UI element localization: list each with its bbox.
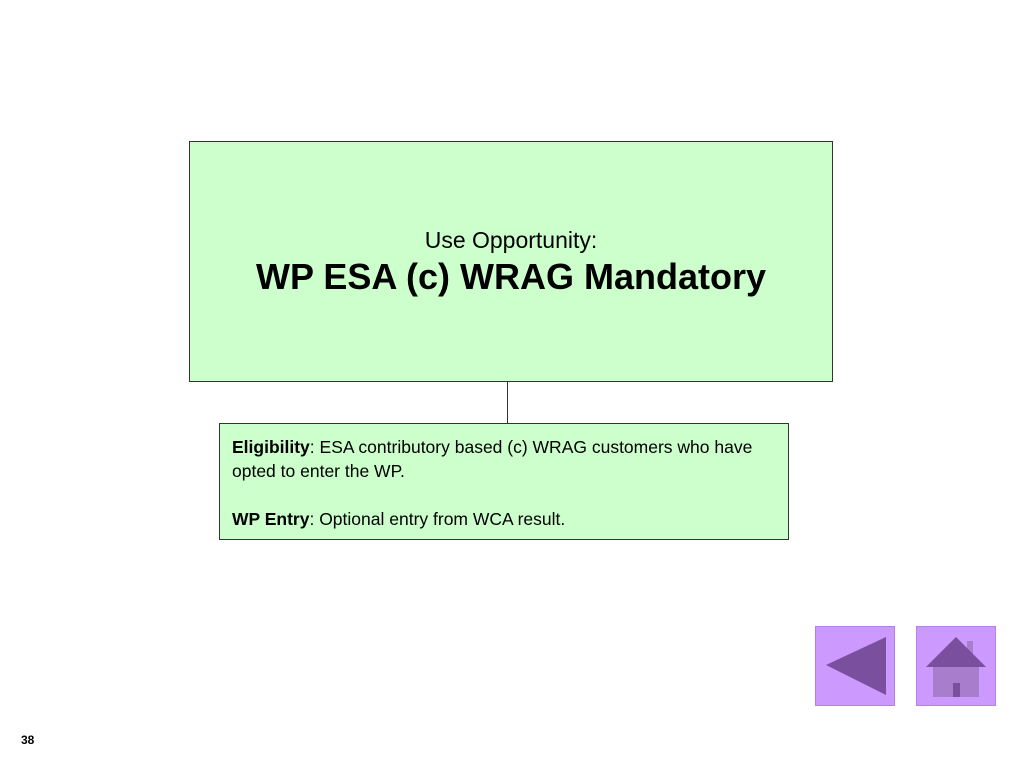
back-button[interactable] <box>815 626 895 706</box>
opportunity-title: WP ESA (c) WRAG Mandatory <box>255 255 767 297</box>
entry-paragraph: WP Entry: Optional entry from WCA result… <box>232 507 776 531</box>
opportunity-box: Use Opportunity: WP ESA (c) WRAG Mandato… <box>189 141 833 382</box>
home-button[interactable] <box>916 626 996 706</box>
page-number: 38 <box>21 733 35 747</box>
entry-label: WP Entry <box>232 509 310 529</box>
eligibility-label: Eligibility <box>232 437 310 457</box>
eligibility-text: : ESA contributory based (c) WRAG custom… <box>232 437 753 481</box>
back-arrow-icon <box>826 637 886 695</box>
connector-line <box>507 382 508 424</box>
home-icon <box>926 637 986 697</box>
eligibility-paragraph: Eligibility: ESA contributory based (c) … <box>232 435 776 483</box>
details-box: Eligibility: ESA contributory based (c) … <box>219 423 789 540</box>
entry-text: : Optional entry from WCA result. <box>309 509 566 529</box>
opportunity-subtitle: Use Opportunity: <box>424 226 598 253</box>
